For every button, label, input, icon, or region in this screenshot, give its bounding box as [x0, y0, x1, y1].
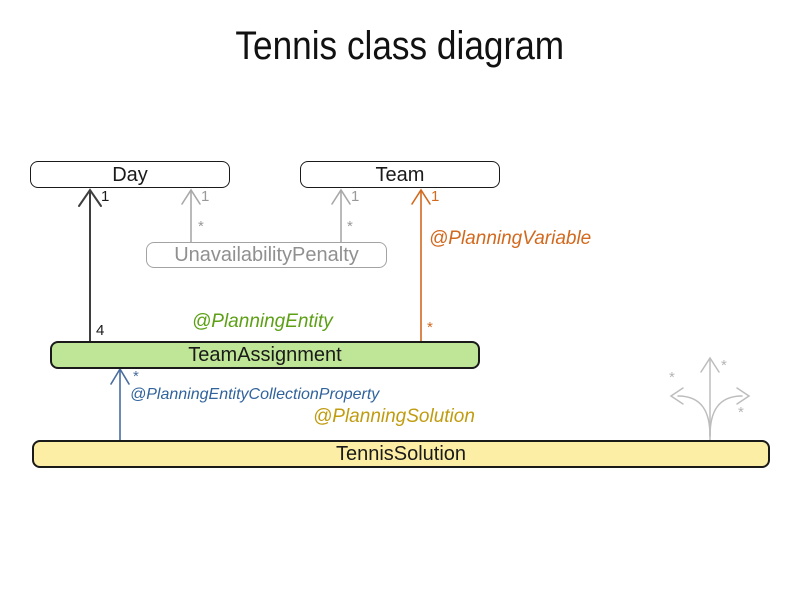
- multiplicity-assignment-team-head: 1: [431, 188, 440, 205]
- multiplicity-penalty-day-tail: *: [198, 218, 204, 235]
- edge-team-assignment-to-day: [78, 188, 102, 342]
- class-box-team: Team: [300, 161, 500, 188]
- class-box-tennis-solution: TennisSolution: [32, 440, 770, 468]
- edge-solution-to-team-assignment: [110, 367, 130, 441]
- multiplicity-assignment-day-tail: 4: [96, 322, 105, 339]
- class-label-tennis-solution: TennisSolution: [335, 443, 467, 465]
- page-title: Tennis class diagram: [235, 24, 565, 68]
- class-label-day: Day: [112, 163, 148, 186]
- class-label-unavailability-penalty: UnavailabilityPenalty: [174, 244, 359, 266]
- annotation-planning-entity-collection-property: @PlanningEntityCollectionProperty: [130, 386, 380, 403]
- class-box-unavailability-penalty: UnavailabilityPenalty: [146, 242, 387, 268]
- class-box-team-assignment: TeamAssignment: [50, 341, 480, 369]
- multiplicity-penalty-team-tail: *: [347, 218, 353, 235]
- annotation-planning-solution: @PlanningSolution: [313, 406, 475, 427]
- edge-penalty-to-team: [331, 188, 351, 244]
- edge-solution-to-problem-facts: [669, 356, 751, 441]
- class-box-day: Day: [30, 161, 230, 188]
- edge-penalty-to-day: [181, 188, 201, 244]
- multiplicity-problem-facts-right: *: [738, 404, 744, 421]
- annotation-planning-entity: @PlanningEntity: [192, 311, 333, 332]
- annotation-planning-variable: @PlanningVariable: [429, 228, 592, 249]
- class-label-team-assignment: TeamAssignment: [188, 344, 342, 366]
- multiplicity-assignment-team-tail: *: [427, 319, 433, 336]
- multiplicity-assignment-day-head: 1: [101, 188, 110, 205]
- title-bar: Tennis class diagram: [0, 26, 800, 66]
- multiplicity-problem-facts-left: *: [669, 369, 675, 386]
- multiplicity-problem-facts-up: *: [721, 357, 727, 374]
- multiplicity-penalty-team-head: 1: [351, 188, 360, 205]
- edge-team-assignment-to-team: [411, 188, 431, 342]
- multiplicity-penalty-day-head: 1: [201, 188, 210, 205]
- class-label-team: Team: [375, 163, 425, 186]
- multiplicity-solution-assignment-tail: *: [133, 368, 139, 385]
